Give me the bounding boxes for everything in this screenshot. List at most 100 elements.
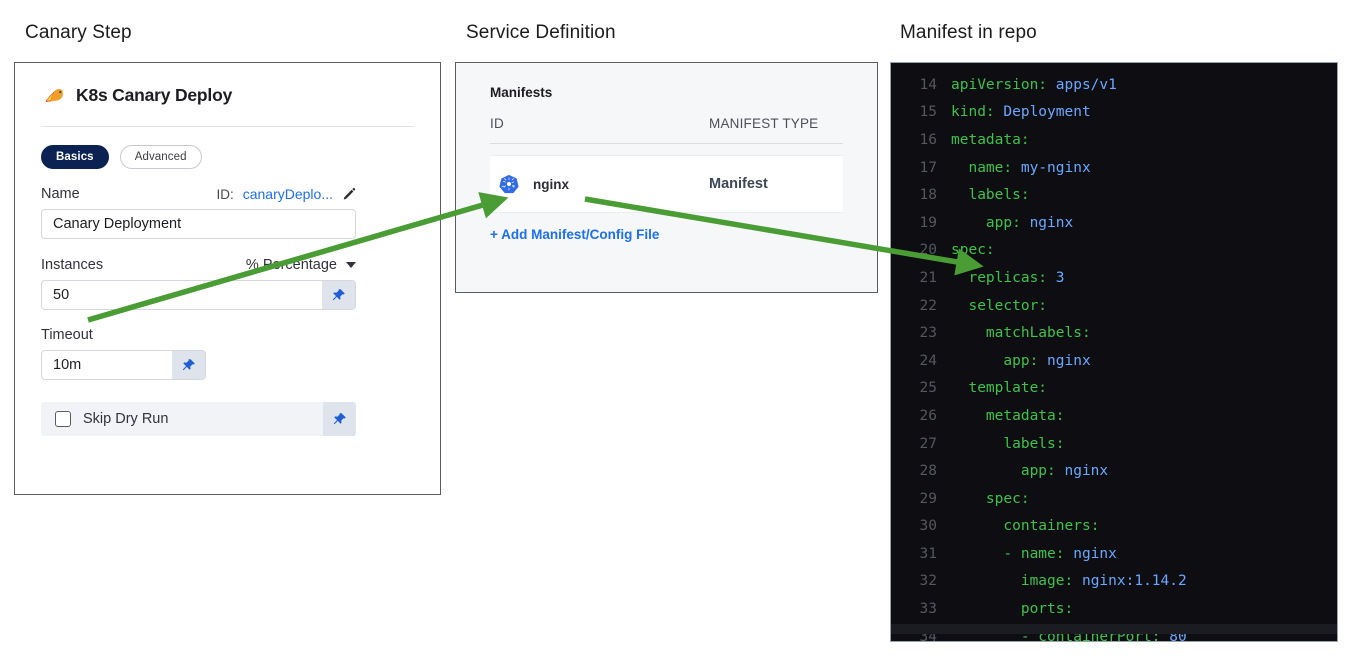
code-line-content: image: nginx:1.14.2 (1020, 573, 1187, 590)
code-line-number: 22 (919, 297, 937, 314)
code-line-number: 16 (919, 131, 937, 148)
name-label-row: Name ID: canaryDeplo... (41, 186, 356, 202)
skip-dry-run-row[interactable]: Skip Dry Run (41, 402, 356, 436)
code-line-content: template: (968, 380, 1048, 397)
instances-input[interactable]: 50 (41, 280, 356, 310)
code-line: 15 kind: Deployment (891, 99, 1337, 127)
code-line-number: 31 (919, 545, 937, 562)
pin-icon (332, 288, 345, 300)
code-line: 23 matchLabels: (891, 319, 1337, 347)
code-line-content: name: my-nginx (968, 159, 1091, 176)
code-line: 32 image: nginx:1.14.2 (891, 568, 1337, 596)
header-divider (41, 126, 414, 127)
code-line: 19 app: nginx (891, 209, 1337, 237)
code-line-number: 24 (919, 352, 937, 369)
code-line-number: 23 (919, 325, 937, 342)
code-line-content: app: nginx (1003, 352, 1091, 369)
code-horizontal-scrollbar[interactable] (891, 624, 1337, 634)
code-line: 30 containers: (891, 513, 1337, 541)
table-row[interactable]: nginx Manifest (490, 155, 843, 213)
pin-icon (333, 412, 346, 424)
pencil-icon[interactable] (342, 187, 356, 201)
code-line-number: 30 (919, 518, 937, 535)
code-line: 17 name: my-nginx (891, 154, 1337, 182)
step-id-value[interactable]: canaryDeplo... (242, 186, 333, 202)
tab-row: Basics Advanced (15, 127, 440, 169)
code-line-number: 14 (919, 76, 937, 93)
code-line-content: spec: (985, 490, 1030, 507)
canary-step-panel: K8s Canary Deploy Basics Advanced Name I… (14, 62, 441, 495)
step-header: K8s Canary Deploy (15, 63, 440, 106)
code-line-content: metadata: (951, 131, 1030, 148)
code-line: 29 spec: (891, 485, 1337, 513)
pin-icon (182, 358, 195, 370)
add-manifest-link[interactable]: + Add Manifest/Config File (490, 227, 660, 242)
code-line-number: 18 (919, 187, 937, 204)
skip-dry-run-checkbox[interactable] (55, 411, 71, 427)
name-label: Name (41, 186, 80, 202)
code-line-number: 25 (919, 380, 937, 397)
manifest-id-value: nginx (533, 176, 569, 192)
code-line: 14 apiVersion: apps/v1 (891, 71, 1337, 99)
instances-unit-select[interactable]: % Percentage (246, 257, 356, 273)
kubernetes-icon (499, 174, 519, 194)
step-id-group[interactable]: ID: canaryDeplo... (216, 186, 356, 202)
chevron-down-icon[interactable] (346, 262, 356, 268)
code-line-content: kind: Deployment (951, 104, 1091, 121)
manifest-type-value: Manifest (709, 176, 768, 192)
code-line-number: 29 (919, 490, 937, 507)
code-line-number: 28 (919, 463, 937, 480)
id-prefix-label: ID: (216, 186, 234, 202)
column-title-service-definition: Service Definition (466, 22, 616, 43)
code-line: 27 labels: (891, 430, 1337, 458)
column-title-manifest-in-repo: Manifest in repo (900, 22, 1037, 43)
name-input-value: Canary Deployment (53, 216, 182, 232)
code-line: 26 metadata: (891, 402, 1337, 430)
code-line-number: 26 (919, 407, 937, 424)
name-input[interactable]: Canary Deployment (41, 209, 356, 239)
instances-label: Instances (41, 257, 104, 273)
code-line-number: 21 (919, 269, 937, 286)
code-line-content: labels: (1003, 435, 1065, 452)
code-line: 21 replicas: 3 (891, 264, 1337, 292)
code-line-number: 15 (919, 104, 937, 121)
code-line: 24 app: nginx (891, 347, 1337, 375)
skip-dry-run-pin-button[interactable] (323, 402, 356, 436)
service-definition-panel: Manifests ID MANIFEST TYPE nginx Manifes… (455, 62, 878, 293)
code-line-content: ports: (1020, 601, 1074, 618)
instances-input-value: 50 (53, 287, 70, 303)
code-line-number: 32 (919, 573, 937, 590)
code-line-content: replicas: 3 (968, 269, 1065, 286)
code-line-content: selector: (968, 297, 1048, 314)
code-line: 33 ports: (891, 595, 1337, 623)
fields-area: Name ID: canaryDeplo... Canary Deploymen… (15, 186, 440, 436)
code-line-content: matchLabels: (985, 325, 1091, 342)
column-header-id: ID (490, 116, 504, 131)
code-line-content: - name: nginx (1003, 545, 1117, 562)
instances-unit-value: % Percentage (245, 257, 337, 273)
code-line-content: app: nginx (985, 214, 1074, 231)
tab-basics[interactable]: Basics (41, 145, 109, 169)
code-line-content: spec: (951, 242, 995, 259)
code-line: 18 labels: (891, 181, 1337, 209)
timeout-label: Timeout (41, 327, 93, 343)
code-line-number: 17 (919, 159, 937, 176)
skip-dry-run-label: Skip Dry Run (83, 411, 169, 427)
timeout-input[interactable]: 10m (41, 350, 206, 380)
tab-advanced[interactable]: Advanced (119, 145, 202, 169)
column-header-manifest-type: MANIFEST TYPE (709, 116, 819, 131)
code-line: 22 selector: (891, 292, 1337, 320)
timeout-pin-button[interactable] (172, 351, 205, 379)
code-line-content: apiVersion: apps/v1 (951, 76, 1117, 93)
instances-pin-button[interactable] (322, 281, 355, 309)
code-line-content: containers: (1003, 518, 1100, 535)
code-line-number: 33 (919, 601, 937, 618)
manifests-table-header: ID MANIFEST TYPE (456, 100, 877, 131)
code-line-number: 27 (919, 435, 937, 452)
code-line-content: app: nginx (1020, 463, 1109, 480)
code-line-content: metadata: (985, 407, 1065, 424)
canary-bird-icon (45, 89, 64, 102)
